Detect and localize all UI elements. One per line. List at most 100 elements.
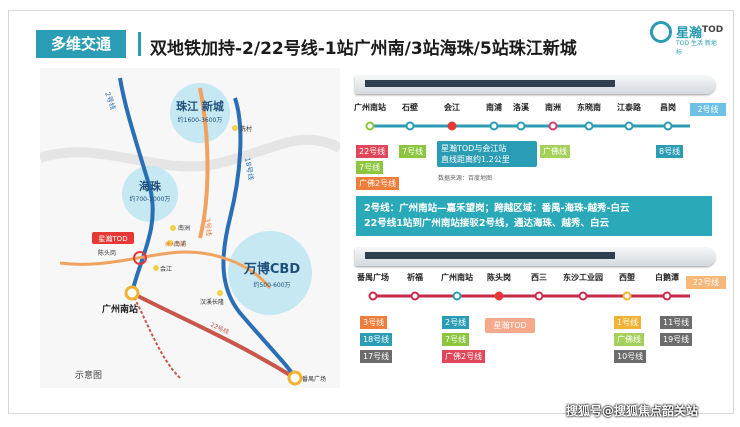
label-hanxi: 汉溪长隆	[200, 298, 224, 306]
zone-haizhu-name: 海珠	[139, 179, 162, 193]
line22-transfer-8: 广佛线	[614, 333, 644, 346]
line22-transfer-10: 11号线	[660, 316, 693, 329]
label-huijiang: 会江	[160, 265, 172, 273]
transit-map: 珠江 新城 约1600-3600万 海珠 约700-1000万 万博CBD 约5…	[40, 68, 340, 388]
brand-logo: 星瀚 TOD TOD 生活 新地标	[650, 20, 723, 56]
line2-node-4	[489, 121, 499, 131]
zone-wanbo-name: 万博CBD	[243, 261, 300, 277]
line-22-path	[131, 291, 297, 380]
station-huijiang	[153, 265, 159, 271]
logo-circle-icon	[650, 21, 672, 43]
section-tag: 多维交通	[36, 30, 126, 58]
line22-node-5	[534, 291, 544, 301]
project-distance-note: 星瀚TOD与会江站 直线距离约1.2公里	[437, 141, 537, 167]
train-graphic-top	[355, 76, 715, 94]
line22-node-1	[368, 291, 378, 301]
watermark: 搜狐号@搜狐焦点韶关站	[566, 404, 699, 418]
label-nanzhou: 南洲	[178, 224, 190, 232]
line22-station-7: 西塱	[619, 273, 635, 282]
line2-station-2: 石壁	[402, 103, 418, 112]
line22-track	[370, 294, 690, 298]
station-panyu	[287, 370, 303, 386]
line22-transfer-1: 3号线	[360, 316, 388, 329]
label-line3: 3号线	[203, 217, 214, 236]
train-graphic-bottom	[355, 248, 715, 266]
line22-station-6: 东沙工业园	[563, 273, 603, 282]
line2-node-5	[516, 121, 526, 131]
line2-transfer-3: 广佛2号线	[356, 177, 400, 190]
zone-zhujiang-sub: 约1600-3600万	[178, 116, 223, 124]
line22-transfer-3: 17号线	[360, 350, 393, 363]
line22-station-8: 白鹅潭	[655, 273, 679, 282]
zone-zhujiang	[170, 83, 230, 143]
label-guangzhounan: 广州南站	[102, 303, 138, 315]
line-3-path	[198, 87, 210, 239]
line2-node-9	[663, 121, 673, 131]
logo-brand: 星瀚	[676, 26, 703, 41]
project-marker-label: 星瀚TOD	[98, 234, 127, 243]
line22-station-4: 陈头岗	[487, 273, 511, 282]
map-caption: 示意图	[75, 371, 103, 381]
line2-node-6	[548, 121, 558, 131]
line2-track	[370, 124, 690, 128]
station-hanxi	[217, 290, 223, 296]
line22-transfer-6: 广佛2号线	[442, 350, 486, 363]
line22-transfer-11: 19号线	[660, 333, 693, 346]
zone-haizhu-sub: 约700-1000万	[130, 195, 171, 203]
zone-wanbo	[228, 231, 312, 315]
info-box: 2号线：广州南站—嘉禾望岗；跨越区域：番禺-海珠-越秀-白云 22号线1站到广州…	[356, 196, 712, 236]
project-marker	[92, 232, 134, 244]
line22-node-4	[494, 291, 504, 301]
line2-station-7: 东晓南	[577, 103, 601, 112]
line2-station-8: 江泰路	[617, 103, 641, 112]
line22-badge: 22号线	[686, 276, 726, 289]
page-title: 双地铁加持-2/22号线-1站广州南/3站海珠/5站珠江新城	[150, 39, 577, 59]
line2-transfer-5: 广佛线	[540, 145, 570, 158]
line-18-path	[221, 97, 297, 379]
project-tag: 星瀚TOD	[485, 318, 535, 333]
label-foshan: 佛大干线	[165, 241, 185, 248]
line2-node-7	[584, 121, 594, 131]
line2-station-1: 广州南站	[354, 103, 386, 112]
logo-sub: TOD 生活 新地标	[676, 40, 717, 56]
line22-transfer-2: 18号线	[360, 333, 393, 346]
line2-node-8	[624, 121, 634, 131]
label-line18: 18号线	[243, 157, 256, 181]
station-xiancun	[232, 125, 238, 131]
label-xiancun: 洗村	[240, 125, 252, 133]
line2-station-6: 南洲	[545, 103, 561, 112]
line22-transfer-5: 7号线	[442, 333, 470, 346]
line2-transfer-2: 7号线	[356, 161, 384, 174]
station-nanpu	[167, 240, 173, 246]
line22-node-8	[662, 291, 672, 301]
line2-station-3: 会江	[444, 103, 460, 112]
line2-transfer-4: 7号线	[399, 145, 427, 158]
river	[40, 134, 340, 172]
line2-station-9: 昌岗	[660, 103, 676, 112]
line22-node-3	[452, 291, 462, 301]
line-2-path	[118, 77, 155, 294]
info-line-2: 22号线1站到广州南站接驳2号线，通达海珠、越秀、白云	[364, 218, 609, 229]
label-panyu: 番禺广场	[302, 375, 326, 383]
line2-node-1	[365, 121, 375, 131]
station-guangzhounan	[124, 285, 140, 301]
line2-station-5: 洛溪	[513, 103, 529, 112]
project-pin-icon	[133, 251, 147, 265]
data-source: 数据来源：百度地图	[438, 175, 493, 182]
line22-station-3: 广州南站	[441, 273, 473, 282]
line2-station-4: 南浦	[486, 103, 502, 112]
line22-transfer-4: 2号线	[442, 316, 470, 329]
line22-node-6	[578, 291, 588, 301]
title-divider	[138, 32, 141, 56]
info-line-1: 2号线：广州南站—嘉禾望岗；跨越区域：番禺-海珠-越秀-白云	[364, 203, 630, 214]
line-foshan-path	[59, 250, 272, 289]
line22-station-5: 西三	[531, 273, 547, 282]
line22-station-2: 祈福	[407, 273, 423, 282]
zone-zhujiang-name: 珠江 新城	[176, 99, 224, 113]
line2-transfer-1: 22号线	[356, 145, 389, 158]
line2-node-2	[405, 121, 415, 131]
station-nanzhou	[170, 225, 176, 231]
zone-wanbo-sub: 约500-600万	[253, 281, 290, 289]
label-chentougang: 陈头岗	[98, 249, 116, 257]
label-nanpu: 南浦	[174, 240, 186, 248]
